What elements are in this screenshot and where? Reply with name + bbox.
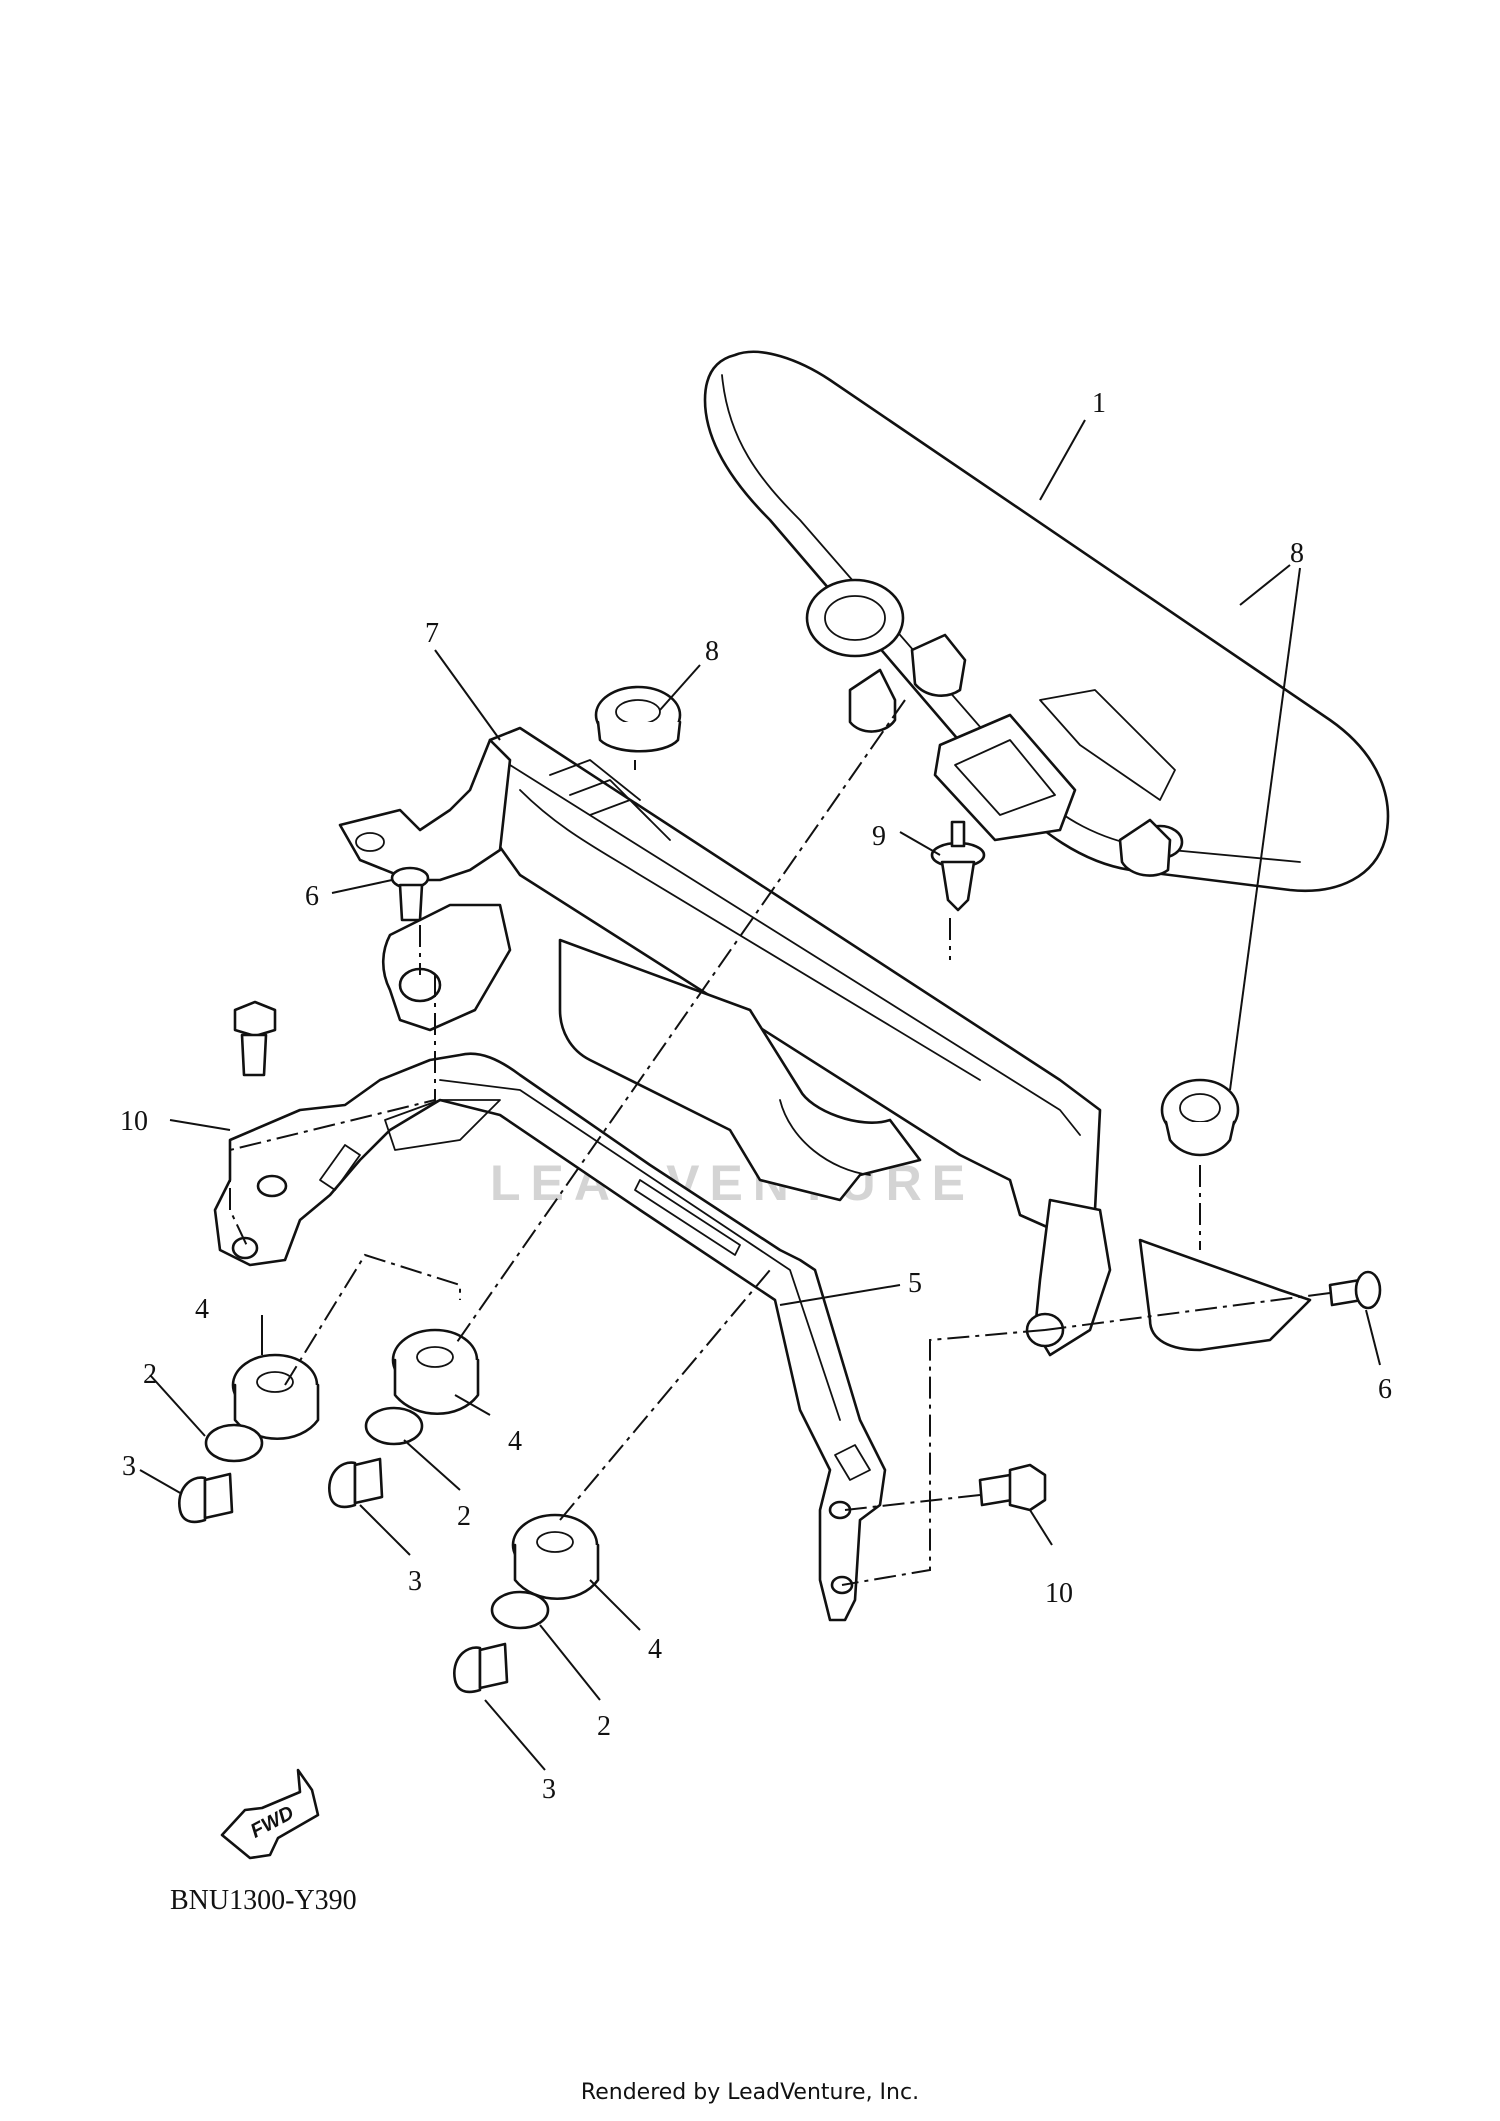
damper-4-left	[231, 1353, 320, 1440]
washer-2-lower	[490, 1590, 550, 1630]
screw-3-left	[178, 1472, 234, 1524]
grommet-part-upper	[594, 685, 682, 753]
callout-4-lower: 4	[648, 1634, 662, 1665]
grommet-part-right	[1160, 1078, 1240, 1157]
lower-bracket-part	[213, 1052, 887, 1622]
bolt-10-left	[233, 1000, 277, 1077]
damper-4-lower	[511, 1513, 600, 1600]
bolt-6-upper	[390, 866, 430, 922]
callout-1: 1	[1092, 388, 1106, 419]
callout-8-right: 8	[1290, 538, 1304, 569]
washer-2-left	[204, 1423, 264, 1463]
callout-2-left: 2	[143, 1359, 157, 1390]
diagram-code: BNU1300-Y390	[170, 1885, 357, 1916]
upper-bracket-part	[338, 726, 1312, 1357]
bolt-6-right	[1328, 1270, 1382, 1310]
callout-3-lower: 3	[542, 1774, 556, 1805]
damper-4-middle	[391, 1328, 480, 1415]
callout-10-left: 10	[120, 1106, 148, 1137]
callout-10-right: 10	[1045, 1578, 1073, 1609]
screw-3-lower	[453, 1642, 509, 1694]
callout-4-left: 4	[195, 1294, 209, 1325]
callout-4-middle: 4	[508, 1426, 522, 1457]
assembly-lines	[229, 699, 1331, 1586]
bolt-10-right	[978, 1463, 1047, 1512]
callout-3-left: 3	[122, 1451, 136, 1482]
forward-arrow-icon: FWD	[220, 1768, 320, 1860]
clip-part	[930, 820, 986, 912]
callout-6-right: 6	[1378, 1374, 1392, 1405]
meter-housing-part	[703, 350, 1390, 893]
callout-5: 5	[908, 1268, 922, 1299]
rendered-by-footer: Rendered by LeadVenture, Inc.	[580, 2080, 920, 2105]
screw-3-middle	[328, 1457, 384, 1509]
callout-2-lower: 2	[597, 1711, 611, 1742]
leader-lines	[139, 419, 1381, 1771]
callout-numbers: 1 7 8 9 6 8 10 5 6 4 2 3 4 2 3 10 4 2 3	[120, 388, 1392, 1805]
callout-8-upper: 8	[705, 636, 719, 667]
callout-9: 9	[872, 821, 886, 852]
washer-2-middle	[364, 1406, 424, 1446]
callout-2-middle: 2	[457, 1501, 471, 1532]
callout-7: 7	[425, 618, 439, 649]
callout-6-upper: 6	[305, 881, 319, 912]
callout-3-middle: 3	[408, 1566, 422, 1597]
